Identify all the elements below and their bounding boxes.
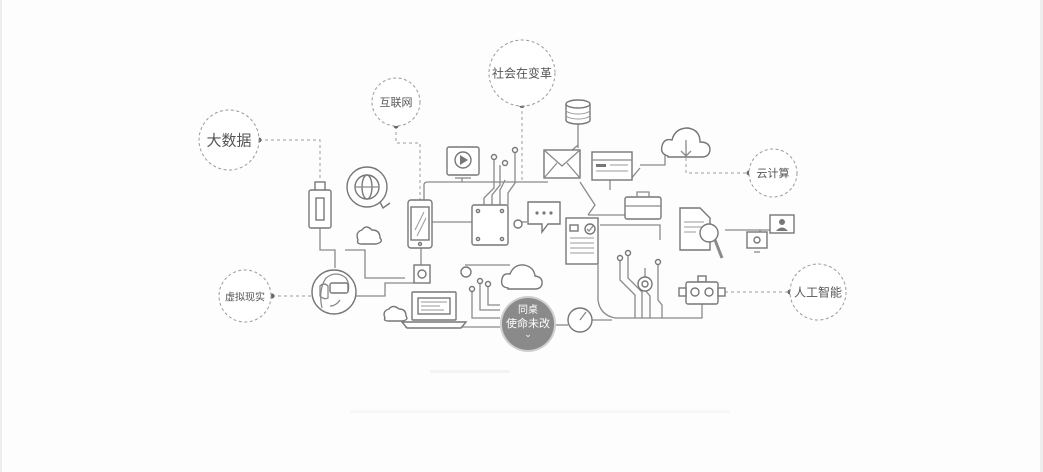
- envelope-icon: [543, 149, 581, 179]
- usb-drive-icon: [308, 181, 332, 229]
- globe-chat-icon: [346, 166, 391, 210]
- ai-label: 人工智能: [793, 285, 843, 300]
- magnifier-document-icon: [679, 207, 724, 259]
- vr-label: 虚拟现实: [225, 292, 265, 304]
- briefcase-icon: [624, 191, 662, 220]
- reflection-fade-2: [350, 410, 730, 413]
- document-check-icon: [565, 217, 599, 265]
- laptop-icon: [400, 291, 468, 329]
- label-circles: [198, 39, 847, 323]
- settings-monitor-icon: [746, 231, 768, 253]
- big-data-circle: [198, 109, 260, 171]
- smartphone-icon: [407, 199, 433, 249]
- database-icon: [565, 99, 591, 125]
- cloud-computing-label: 云计算: [756, 167, 790, 180]
- gauge-icon: [567, 307, 593, 333]
- circuit-chip-icon: [471, 204, 509, 246]
- small-clouds-icon: [356, 226, 408, 322]
- vr-circle: [218, 269, 272, 323]
- video-player-icon: [446, 146, 480, 179]
- chevron-down-icon: ⌄: [524, 330, 532, 340]
- big-data-label: 大数据: [206, 131, 252, 150]
- ai-circle: [789, 263, 847, 321]
- cloud-computing-circle: [748, 148, 798, 198]
- cloud-icon: [500, 264, 543, 290]
- internet-circle: [371, 77, 421, 127]
- society-label: 社会在变革: [491, 66, 553, 81]
- core-mission-button[interactable]: 同桌 使命未改 ⌄: [502, 298, 554, 350]
- dashed-connectors: [259, 105, 790, 297]
- circuit-lines: [319, 125, 770, 328]
- core-line1: 同桌: [518, 305, 538, 316]
- internet-label: 互联网: [379, 96, 413, 109]
- core-line2: 使命未改: [506, 317, 550, 330]
- society-circle: [488, 39, 556, 107]
- robot-icon: [678, 275, 726, 305]
- browser-window-icon: [591, 151, 633, 181]
- reflection-fade-1: [430, 370, 510, 373]
- cloud-download-icon: [660, 127, 711, 158]
- chip-pin-target-icon: [637, 276, 653, 292]
- vr-headset-person-icon: [311, 269, 357, 315]
- chat-bubble-icon: [527, 201, 561, 235]
- user-profile-icon: [769, 214, 795, 234]
- power-socket-icon: [413, 264, 431, 284]
- small-link-icon: [460, 219, 523, 278]
